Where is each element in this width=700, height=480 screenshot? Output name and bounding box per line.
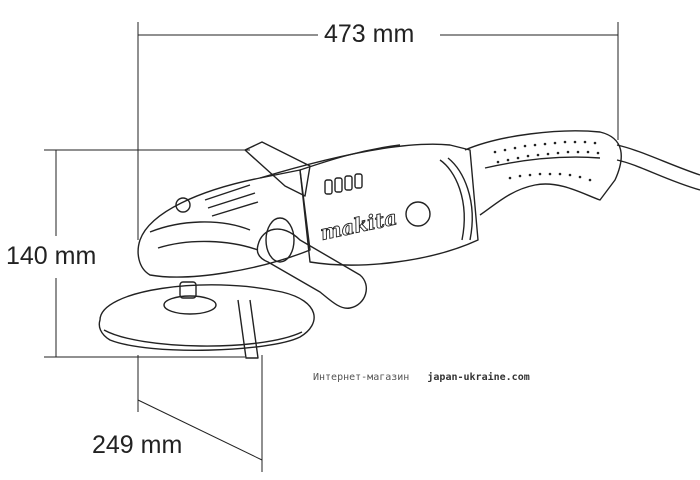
brush-cap (405, 201, 431, 227)
spindle-lock-button (175, 197, 191, 213)
body-vent (344, 175, 353, 191)
guard-clamp (237, 299, 259, 359)
length-dimension-label: 473 mm (324, 20, 415, 49)
height-dimension-label: 140 mm (6, 242, 97, 271)
shop-watermark-site: japan-ukraine.com (427, 372, 530, 383)
power-cord-lower (616, 159, 700, 191)
power-cord (616, 144, 700, 176)
gear-head-contour (149, 221, 251, 233)
spindle-nut (179, 281, 197, 299)
depth-dimension-label: 249 mm (92, 431, 183, 460)
disc-guard-rim (103, 329, 303, 347)
head-vents (204, 184, 259, 217)
dimension-lines (44, 22, 619, 472)
side-handle (256, 228, 368, 309)
rear-handle (464, 130, 622, 216)
disc-guard (98, 284, 315, 351)
disc-flange (163, 295, 217, 315)
rear-vent-ring (439, 159, 465, 241)
gear-head-contour-lower (157, 240, 259, 251)
body-vent (354, 173, 363, 189)
depth-dimension-line (137, 399, 263, 461)
lock-lever (244, 141, 311, 197)
body-vent (324, 179, 333, 195)
shop-watermark-prefix: Интернет-магазин (313, 372, 410, 383)
handle-grip-texture (493, 140, 600, 182)
side-handle-base (265, 217, 295, 263)
brand-logo: makita (318, 205, 399, 245)
handle-grip-line (484, 156, 601, 169)
motor-housing (259, 143, 479, 266)
shop-watermark: Интернет-магазин japan-ukraine.com (313, 372, 530, 383)
grinder-outline (98, 130, 700, 359)
rear-vent-ring-outer (447, 157, 473, 241)
body-vent (334, 177, 343, 193)
